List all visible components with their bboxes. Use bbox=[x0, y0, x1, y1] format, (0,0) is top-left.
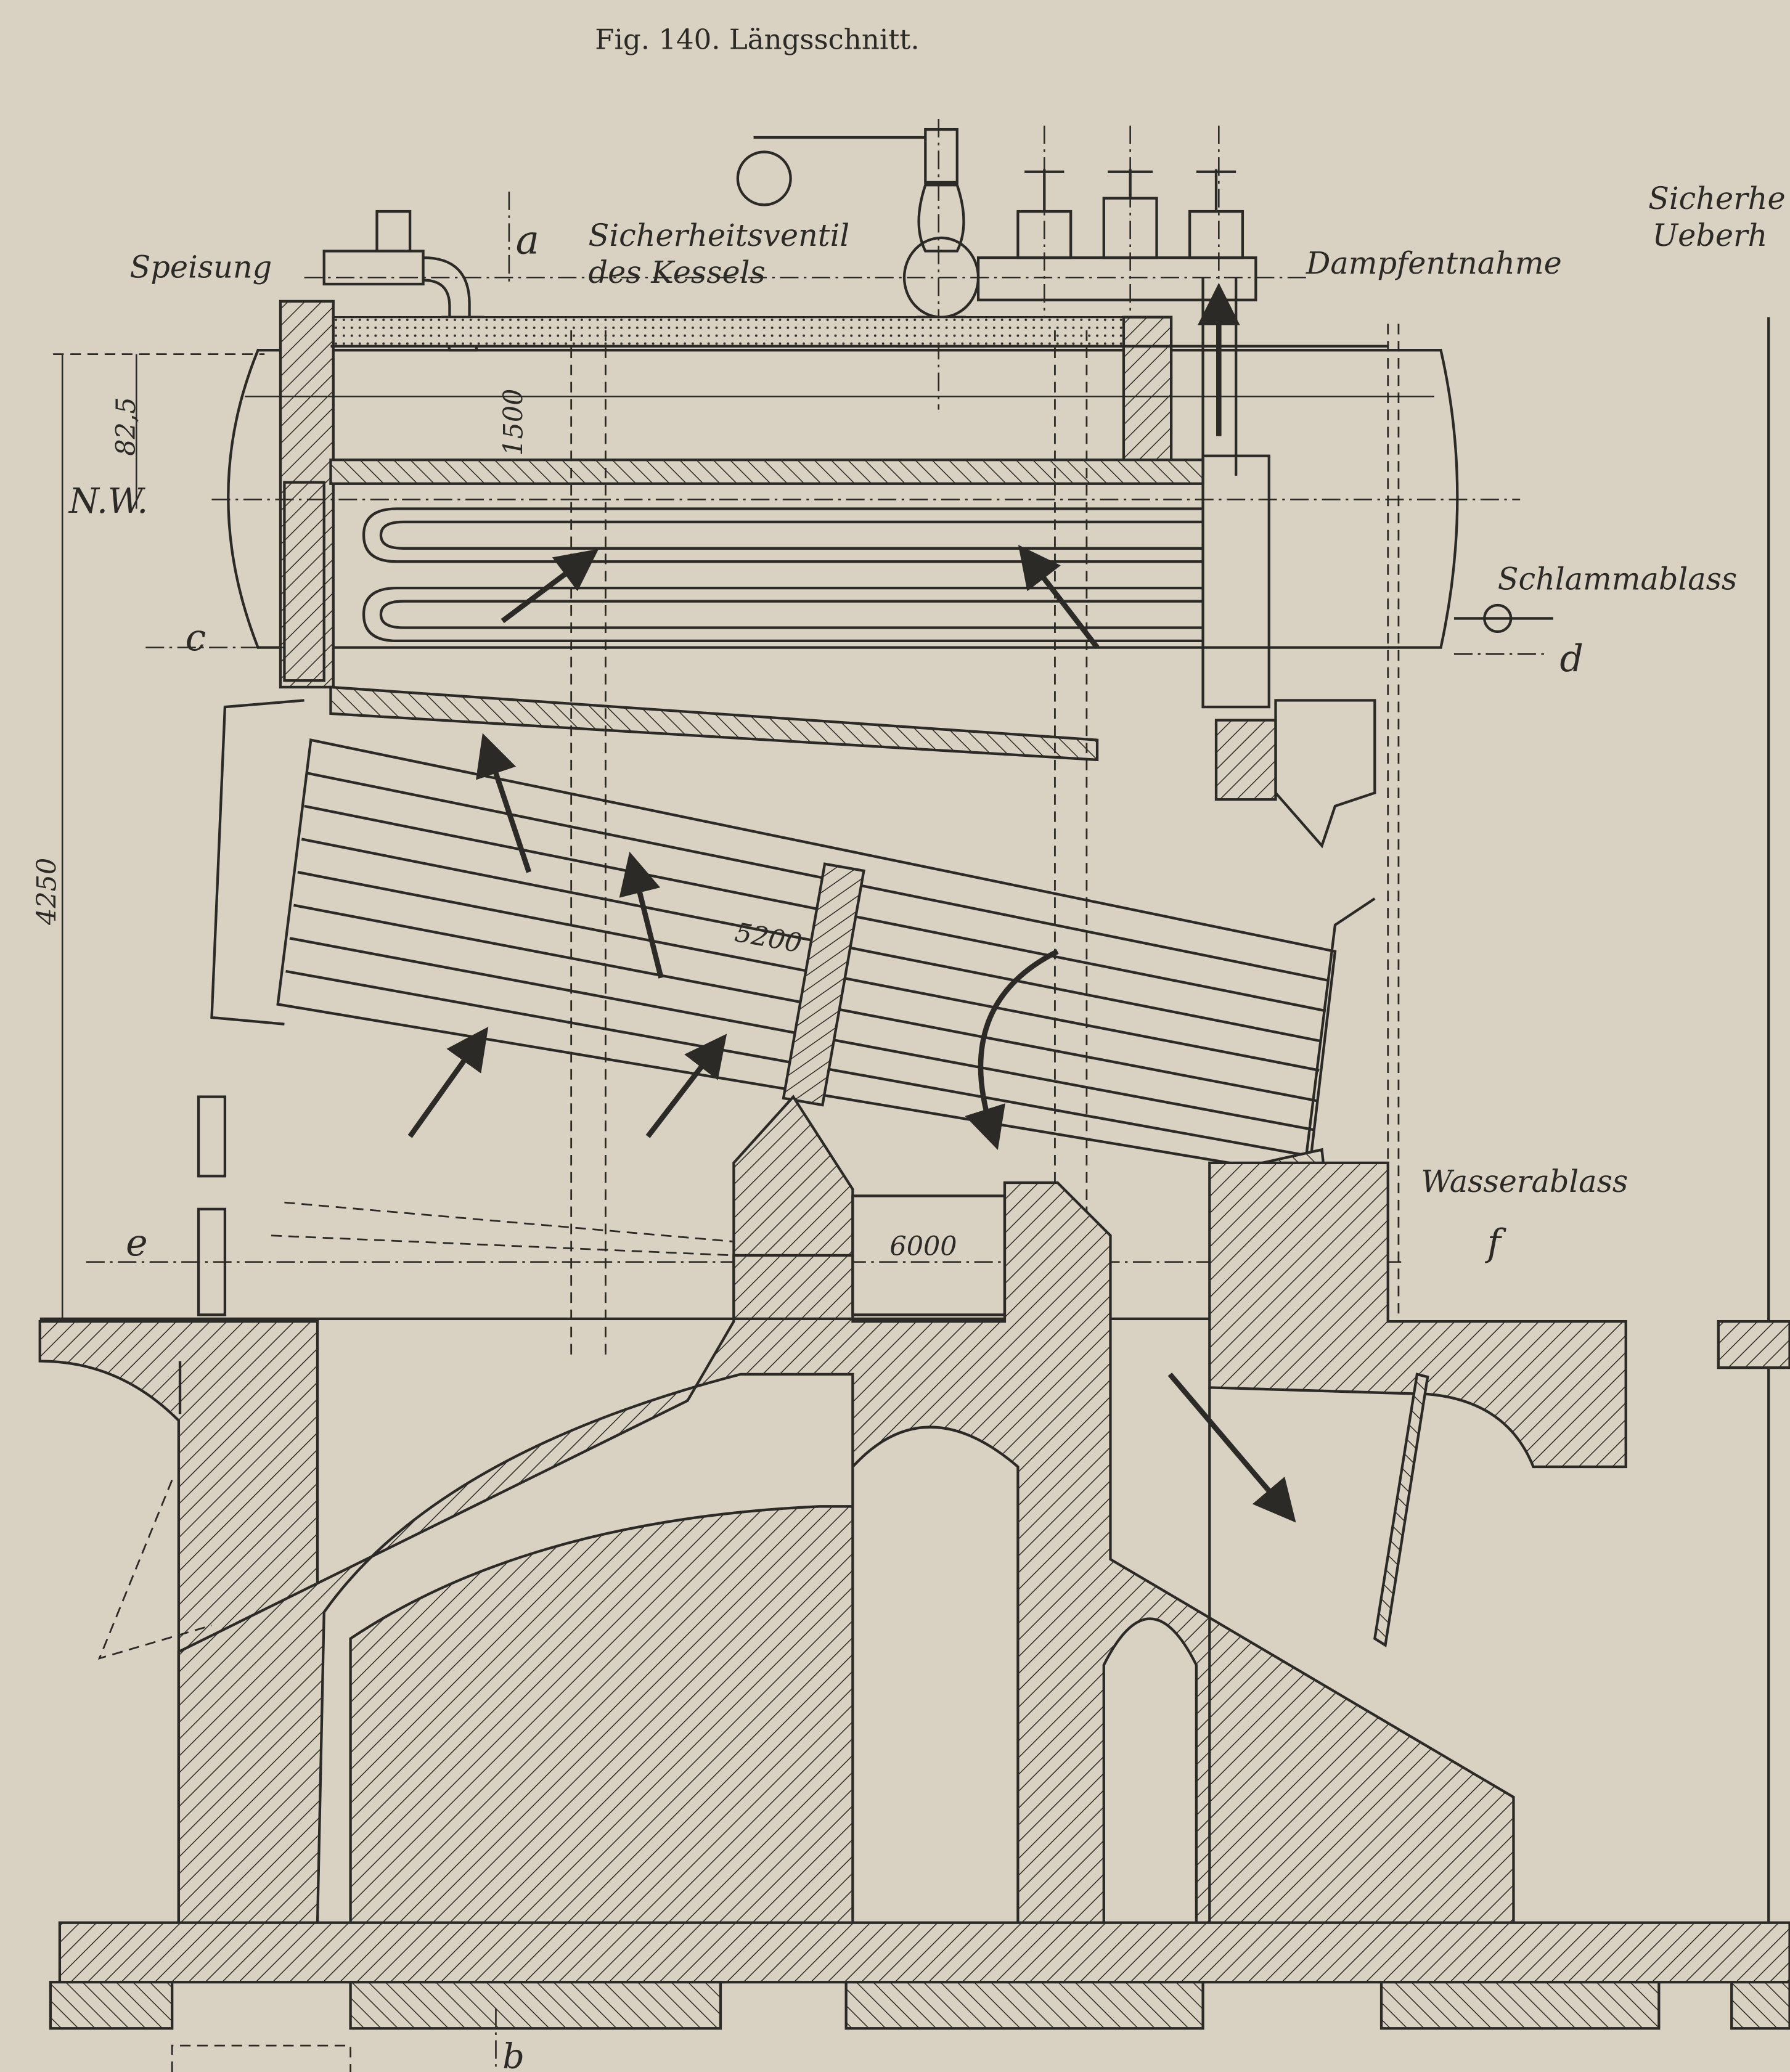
superheater-tubes bbox=[362, 507, 1203, 643]
dimension-total-height: 4250 bbox=[31, 858, 62, 926]
label-section-d: d bbox=[1559, 637, 1583, 680]
top-fittings bbox=[304, 118, 1309, 476]
label-safety-valve-1: Sicherheitsventil bbox=[589, 218, 850, 253]
dimension-opening: 6000 bbox=[889, 1231, 957, 1262]
label-section-c: c bbox=[186, 616, 206, 659]
dimension-water-level: 82,5 bbox=[111, 397, 142, 455]
figure-title: Fig. 140. Längsschnitt. bbox=[595, 23, 919, 55]
label-safety-valve-2: des Kessels bbox=[589, 255, 766, 290]
brick-foundation bbox=[38, 317, 1790, 2072]
label-water-drain: Wasserablass bbox=[1421, 1164, 1628, 1199]
label-steam-outlet: Dampfentnahme bbox=[1306, 245, 1562, 281]
label-water-level: N.W. bbox=[68, 481, 148, 521]
label-section-f: f bbox=[1485, 1222, 1507, 1265]
label-superheater-safety-1: Sicherhe bbox=[1648, 181, 1786, 216]
label-superheater-safety-2: Ueberh bbox=[1653, 218, 1768, 253]
feed-valve-icon bbox=[322, 250, 425, 286]
label-feed: Speisung bbox=[130, 249, 272, 285]
dimension-drum-diameter: 1500 bbox=[498, 389, 529, 456]
valve-weight-icon bbox=[736, 150, 792, 206]
label-section-b: b bbox=[502, 2037, 525, 2072]
label-section-a: a bbox=[516, 218, 539, 264]
dimension-tube-length: 5200 bbox=[733, 917, 804, 959]
label-section-e: e bbox=[126, 1222, 148, 1265]
upper-drum bbox=[211, 300, 1553, 1361]
label-sludge-drain: Schlammablass bbox=[1498, 561, 1737, 597]
